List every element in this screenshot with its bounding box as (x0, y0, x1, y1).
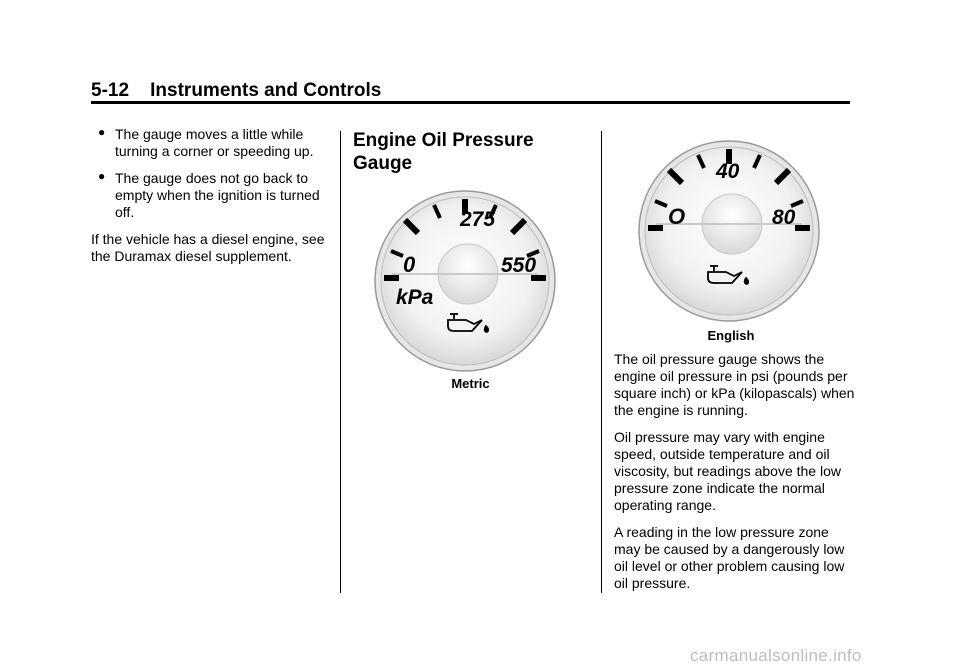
english-label-low: O (668, 204, 685, 229)
metric-caption: Metric (451, 376, 490, 391)
bullet-item: ●The gauge does not go back to empty whe… (98, 169, 320, 220)
middle-column: Engine Oil Pressure Gauge (353, 129, 593, 175)
paragraph-variation: Oil pressure may vary with engine speed,… (614, 429, 841, 513)
diesel-note: If the vehicle has a diesel engine, see … (91, 231, 325, 264)
section-title: Instruments and Controls (150, 80, 382, 101)
section-heading: Engine Oil Pressure Gauge (353, 130, 534, 174)
page-number: 5-12 (91, 80, 130, 101)
english-oil-pressure-gauge: 40 O 80 (638, 140, 820, 322)
watermark: carmanualsonline.info (690, 646, 862, 665)
metric-label-low: 0 (403, 252, 416, 277)
header-rule (91, 101, 850, 104)
metric-oil-pressure-gauge: 275 0 550 kPa (374, 190, 556, 372)
paragraph-warning: A reading in the low pressure zone may b… (614, 524, 845, 591)
english-label-high: 80 (772, 206, 796, 229)
bullet-item: ●The gauge moves a little while turning … (98, 125, 314, 159)
column-divider-left (340, 131, 341, 593)
page-header: 5-12 Instruments and Controls (91, 80, 381, 102)
metric-label-mid: 275 (459, 208, 495, 231)
bullet-list: ●The gauge moves a little while turning … (91, 125, 333, 221)
english-caption: English (707, 328, 755, 343)
oil-can-icon (447, 313, 490, 333)
english-label-mid: 40 (715, 160, 740, 183)
english-tick-marks (648, 149, 810, 231)
paragraph-units: The oil pressure gauge shows the engine … (614, 351, 855, 418)
right-column: The oil pressure gauge shows the engine … (614, 351, 859, 602)
metric-tick-marks (384, 199, 546, 281)
metric-unit-label: kPa (396, 286, 434, 309)
metric-label-high: 550 (501, 254, 536, 277)
oil-can-icon (707, 265, 750, 285)
left-column: ●The gauge moves a little while turning … (91, 125, 333, 275)
column-divider-right (601, 131, 602, 593)
